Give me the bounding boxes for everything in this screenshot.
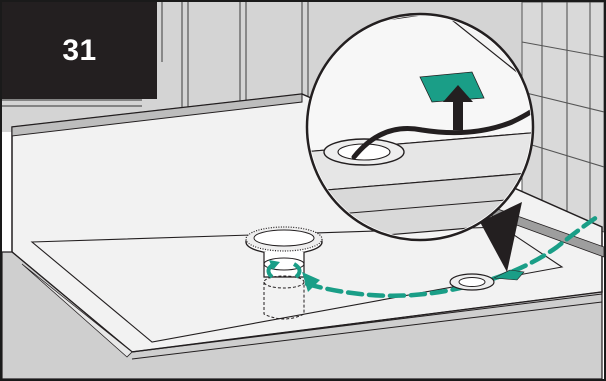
step-badge: 31 (2, 2, 157, 99)
step-number: 31 (62, 34, 96, 68)
